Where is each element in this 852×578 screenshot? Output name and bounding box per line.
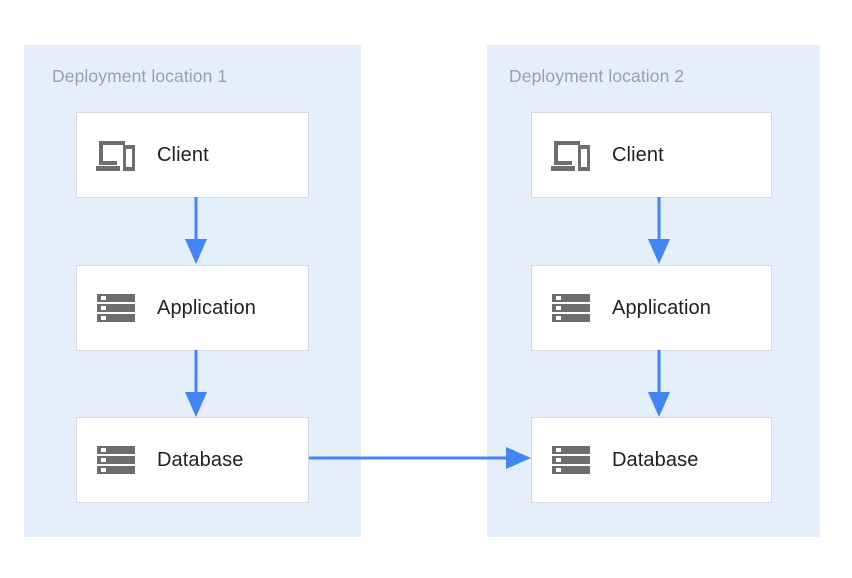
node-application-2-label: Application (612, 296, 711, 319)
connector-application2-to-database2 (645, 350, 673, 418)
node-client-1[interactable]: Client (76, 112, 309, 198)
deployment-zone-1-label: Deployment location 1 (52, 66, 228, 86)
client-devices-icon (95, 133, 139, 177)
client-devices-icon (550, 133, 594, 177)
connector-client2-to-application2 (645, 197, 673, 265)
connector-client1-to-application1 (182, 197, 210, 265)
node-application-1-label: Application (157, 296, 256, 319)
connector-database1-to-database2 (309, 444, 533, 472)
connector-application1-to-database1 (182, 350, 210, 418)
node-database-2[interactable]: Database (531, 417, 772, 503)
node-application-2[interactable]: Application (531, 265, 772, 351)
server-stack-icon (95, 438, 139, 482)
node-client-2-label: Client (612, 143, 664, 166)
deployment-zone-2-label: Deployment location 2 (509, 66, 685, 86)
node-client-2[interactable]: Client (531, 112, 772, 198)
server-stack-icon (95, 286, 139, 330)
node-application-1[interactable]: Application (76, 265, 309, 351)
node-database-2-label: Database (612, 448, 699, 471)
node-database-1[interactable]: Database (76, 417, 309, 503)
server-stack-icon (550, 286, 594, 330)
node-client-1-label: Client (157, 143, 209, 166)
server-stack-icon (550, 438, 594, 482)
node-database-1-label: Database (157, 448, 244, 471)
